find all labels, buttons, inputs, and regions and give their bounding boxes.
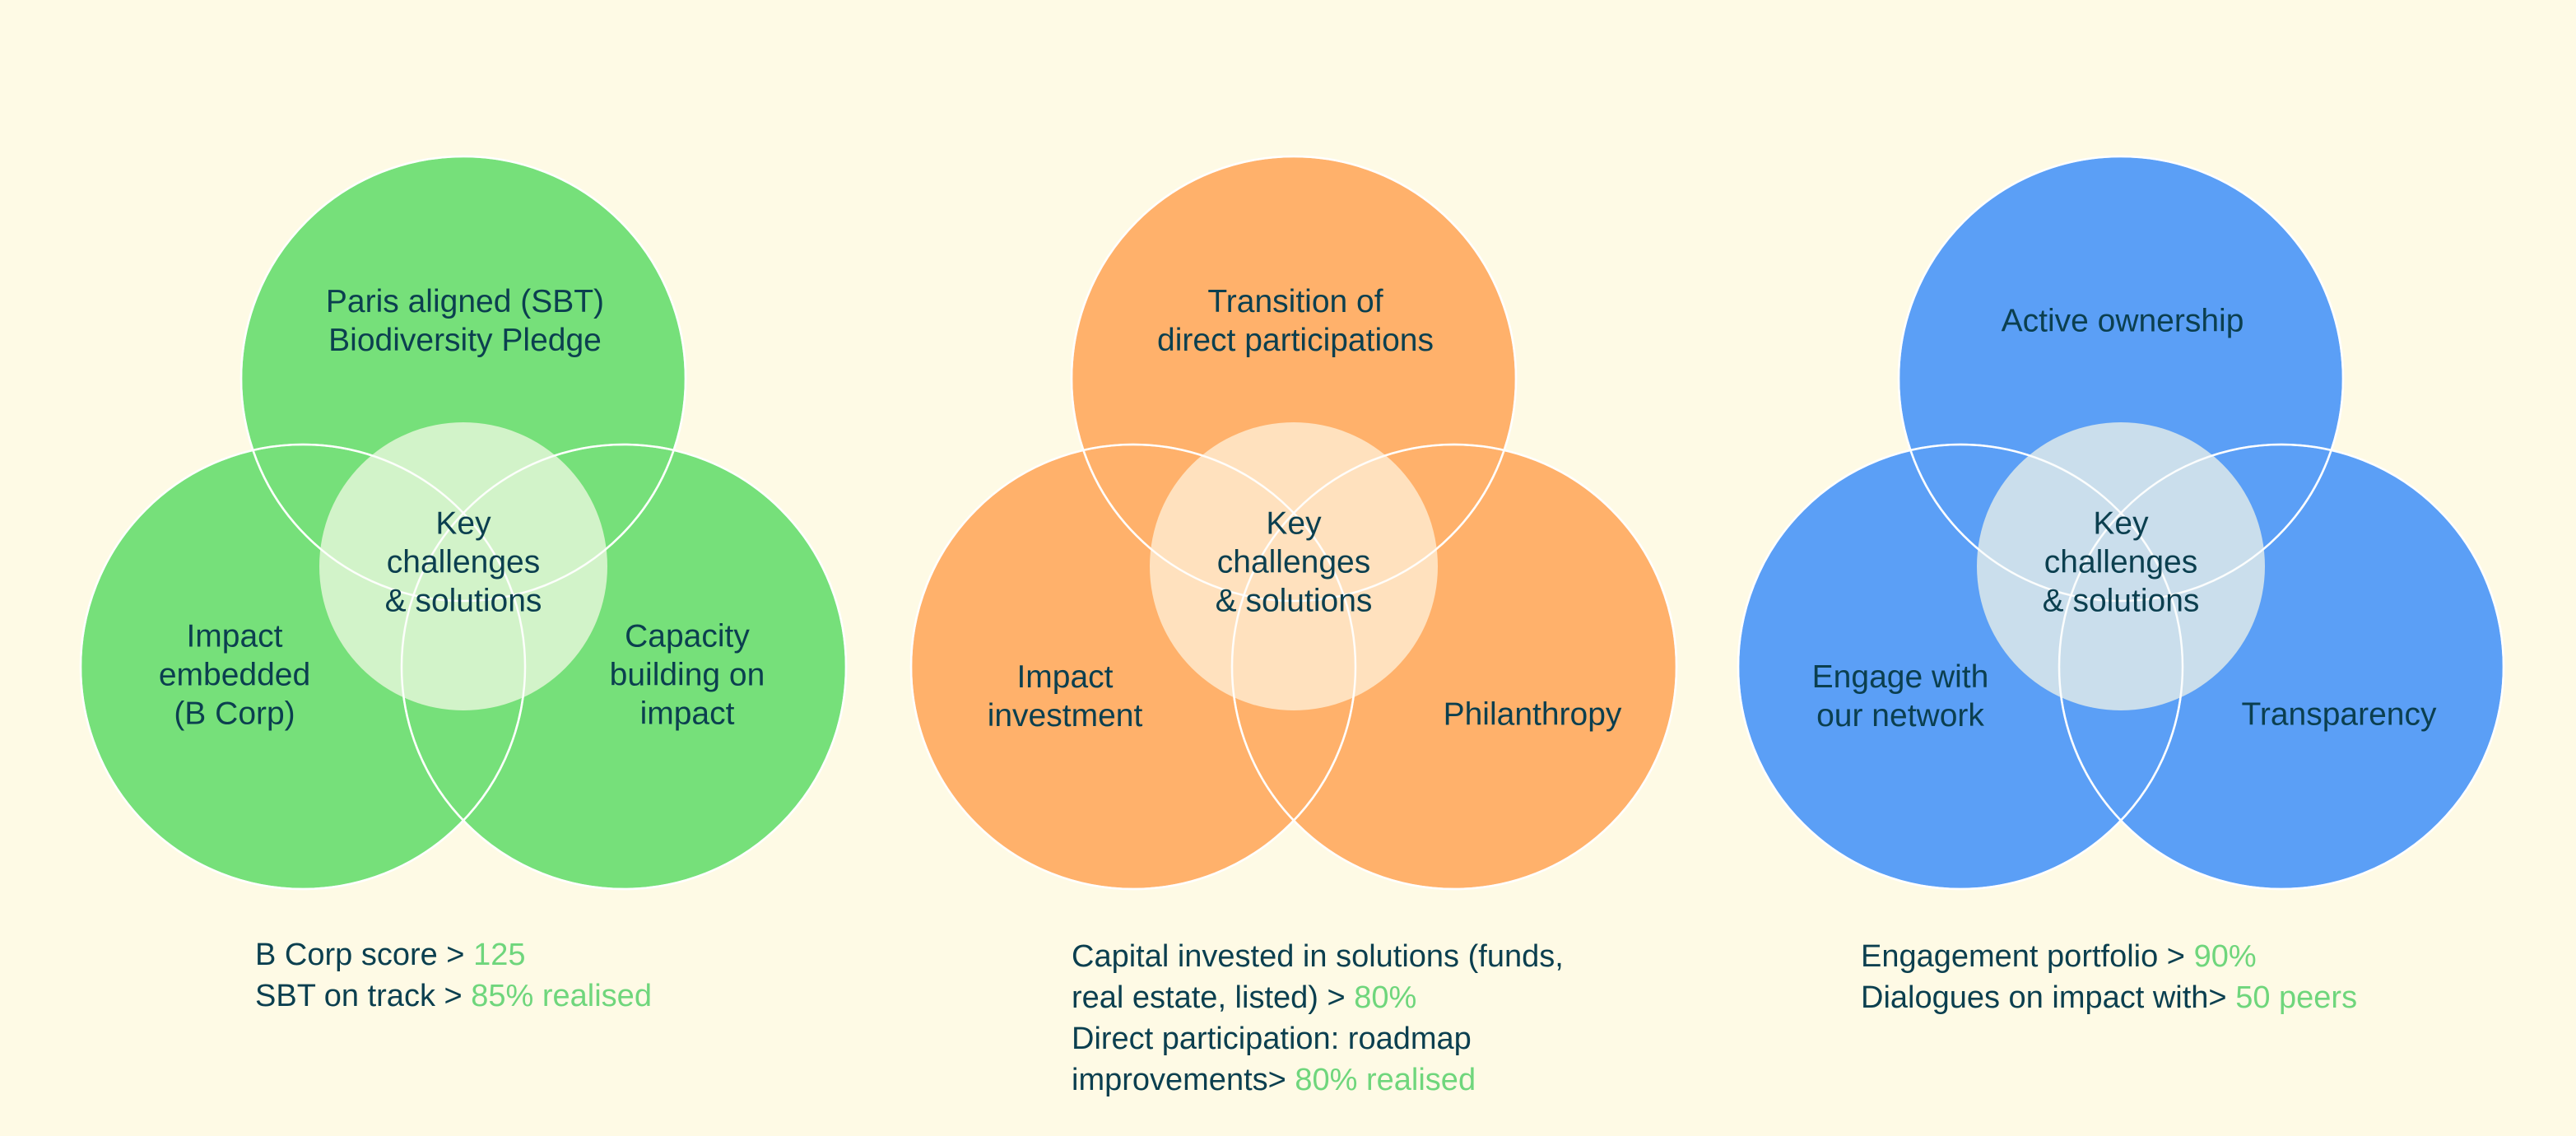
metrics-investment: Capital invested in solutions (funds,rea… (1072, 936, 1564, 1101)
left-label-line: embedded (159, 657, 310, 692)
left-label-line: Impact (1016, 659, 1113, 695)
metric-text: Dialogues on impact with> (1861, 980, 2236, 1015)
right-label-line: Capacity (625, 618, 750, 654)
right-circle-inner-outline (400, 443, 848, 891)
metric-highlight: 85% realised (471, 979, 652, 1013)
top-label: Transition of direct participations (1157, 284, 1434, 358)
right-circle-inner-outline (1230, 443, 1678, 891)
right-label-line: impact (640, 696, 735, 731)
right-label-line: building on (610, 657, 765, 692)
top-circle-inner-outline (1897, 155, 2345, 603)
right-label: Transparency (2242, 696, 2437, 732)
center-circle (1150, 422, 1438, 710)
metric-line: improvements> 80% realised (1072, 1059, 1564, 1101)
center-circle (1977, 422, 2265, 710)
metric-highlight: 50 peers (2235, 980, 2358, 1015)
left-circle-inner-outline (79, 443, 527, 891)
center-circle (319, 422, 607, 710)
center-label-line: & solutions (1216, 583, 1373, 618)
top-label-line: Biodiversity Pledge (328, 323, 602, 358)
metric-text: Direct participation: roadmap (1072, 1022, 1472, 1056)
metric-text: SBT on track > (255, 979, 472, 1013)
top-label-line: Paris aligned (SBT) (326, 284, 604, 319)
center-label-line: & solutions (385, 583, 542, 618)
metric-line: Direct participation: roadmap (1072, 1018, 1564, 1059)
left-label-line: Engage with (1812, 659, 1989, 695)
center-label-line: & solutions (2043, 583, 2200, 618)
top-label-line: Transition of (1207, 284, 1383, 319)
metric-text: Engagement portfolio > (1861, 939, 2194, 974)
metric-text: improvements> (1072, 1063, 1295, 1097)
center-label-line: challenges (387, 544, 540, 580)
metric-line: SBT on track > 85% realised (255, 975, 652, 1017)
metric-highlight: 125 (473, 938, 526, 972)
right-label: Philanthropy (1444, 696, 1622, 732)
metric-line: real estate, listed) > 80% (1072, 977, 1564, 1018)
metric-highlight: 80% (1354, 980, 1417, 1015)
left-label-line: Impact (186, 618, 282, 654)
center-label-line: Key (1266, 505, 1322, 541)
right-label-line: Transparency (2242, 696, 2437, 732)
metric-text: B Corp score > (255, 938, 474, 972)
right-circle-inner-outline (2058, 443, 2505, 891)
metric-line: B Corp score > 125 (255, 934, 652, 975)
metric-text: real estate, listed) > (1072, 980, 1355, 1015)
left-circle-inner-outline (1737, 443, 2184, 891)
top-label-line: direct participations (1157, 323, 1434, 358)
metrics-engagement: Engagement portfolio > 90%Dialogues on i… (1861, 936, 2357, 1018)
venn-investment: Transition of direct participationsImpact… (909, 155, 1678, 891)
metric-line: Dialogues on impact with> 50 peers (1861, 977, 2357, 1018)
top-label: Active ownership (2002, 303, 2244, 338)
top-label-line: Active ownership (2002, 303, 2244, 338)
right-label-line: Philanthropy (1444, 696, 1622, 732)
metric-line: Engagement portfolio > 90% (1861, 936, 2357, 977)
center-label-line: challenges (1217, 544, 1370, 580)
left-label-line: investment (988, 698, 1143, 733)
metric-highlight: 80% realised (1295, 1063, 1476, 1097)
top-label: Paris aligned (SBT) Biodiversity Pledge (326, 284, 604, 358)
center-label-line: Key (435, 505, 491, 541)
left-label-line: our network (1816, 698, 1984, 733)
top-circle-inner-outline (1070, 155, 1518, 603)
center-label-line: Key (2093, 505, 2149, 541)
top-circle-inner-outline (239, 155, 687, 603)
venn-sustainability: Paris aligned (SBT) Biodiversity PledgeIm… (79, 155, 848, 891)
left-label-line: (B Corp) (174, 696, 295, 731)
left-circle-inner-outline (909, 443, 1357, 891)
metric-text: Capital invested in solutions (funds, (1072, 939, 1564, 974)
center-label-line: challenges (2044, 544, 2197, 580)
metric-highlight: 90% (2193, 939, 2257, 974)
metric-line: Capital invested in solutions (funds, (1072, 936, 1564, 977)
